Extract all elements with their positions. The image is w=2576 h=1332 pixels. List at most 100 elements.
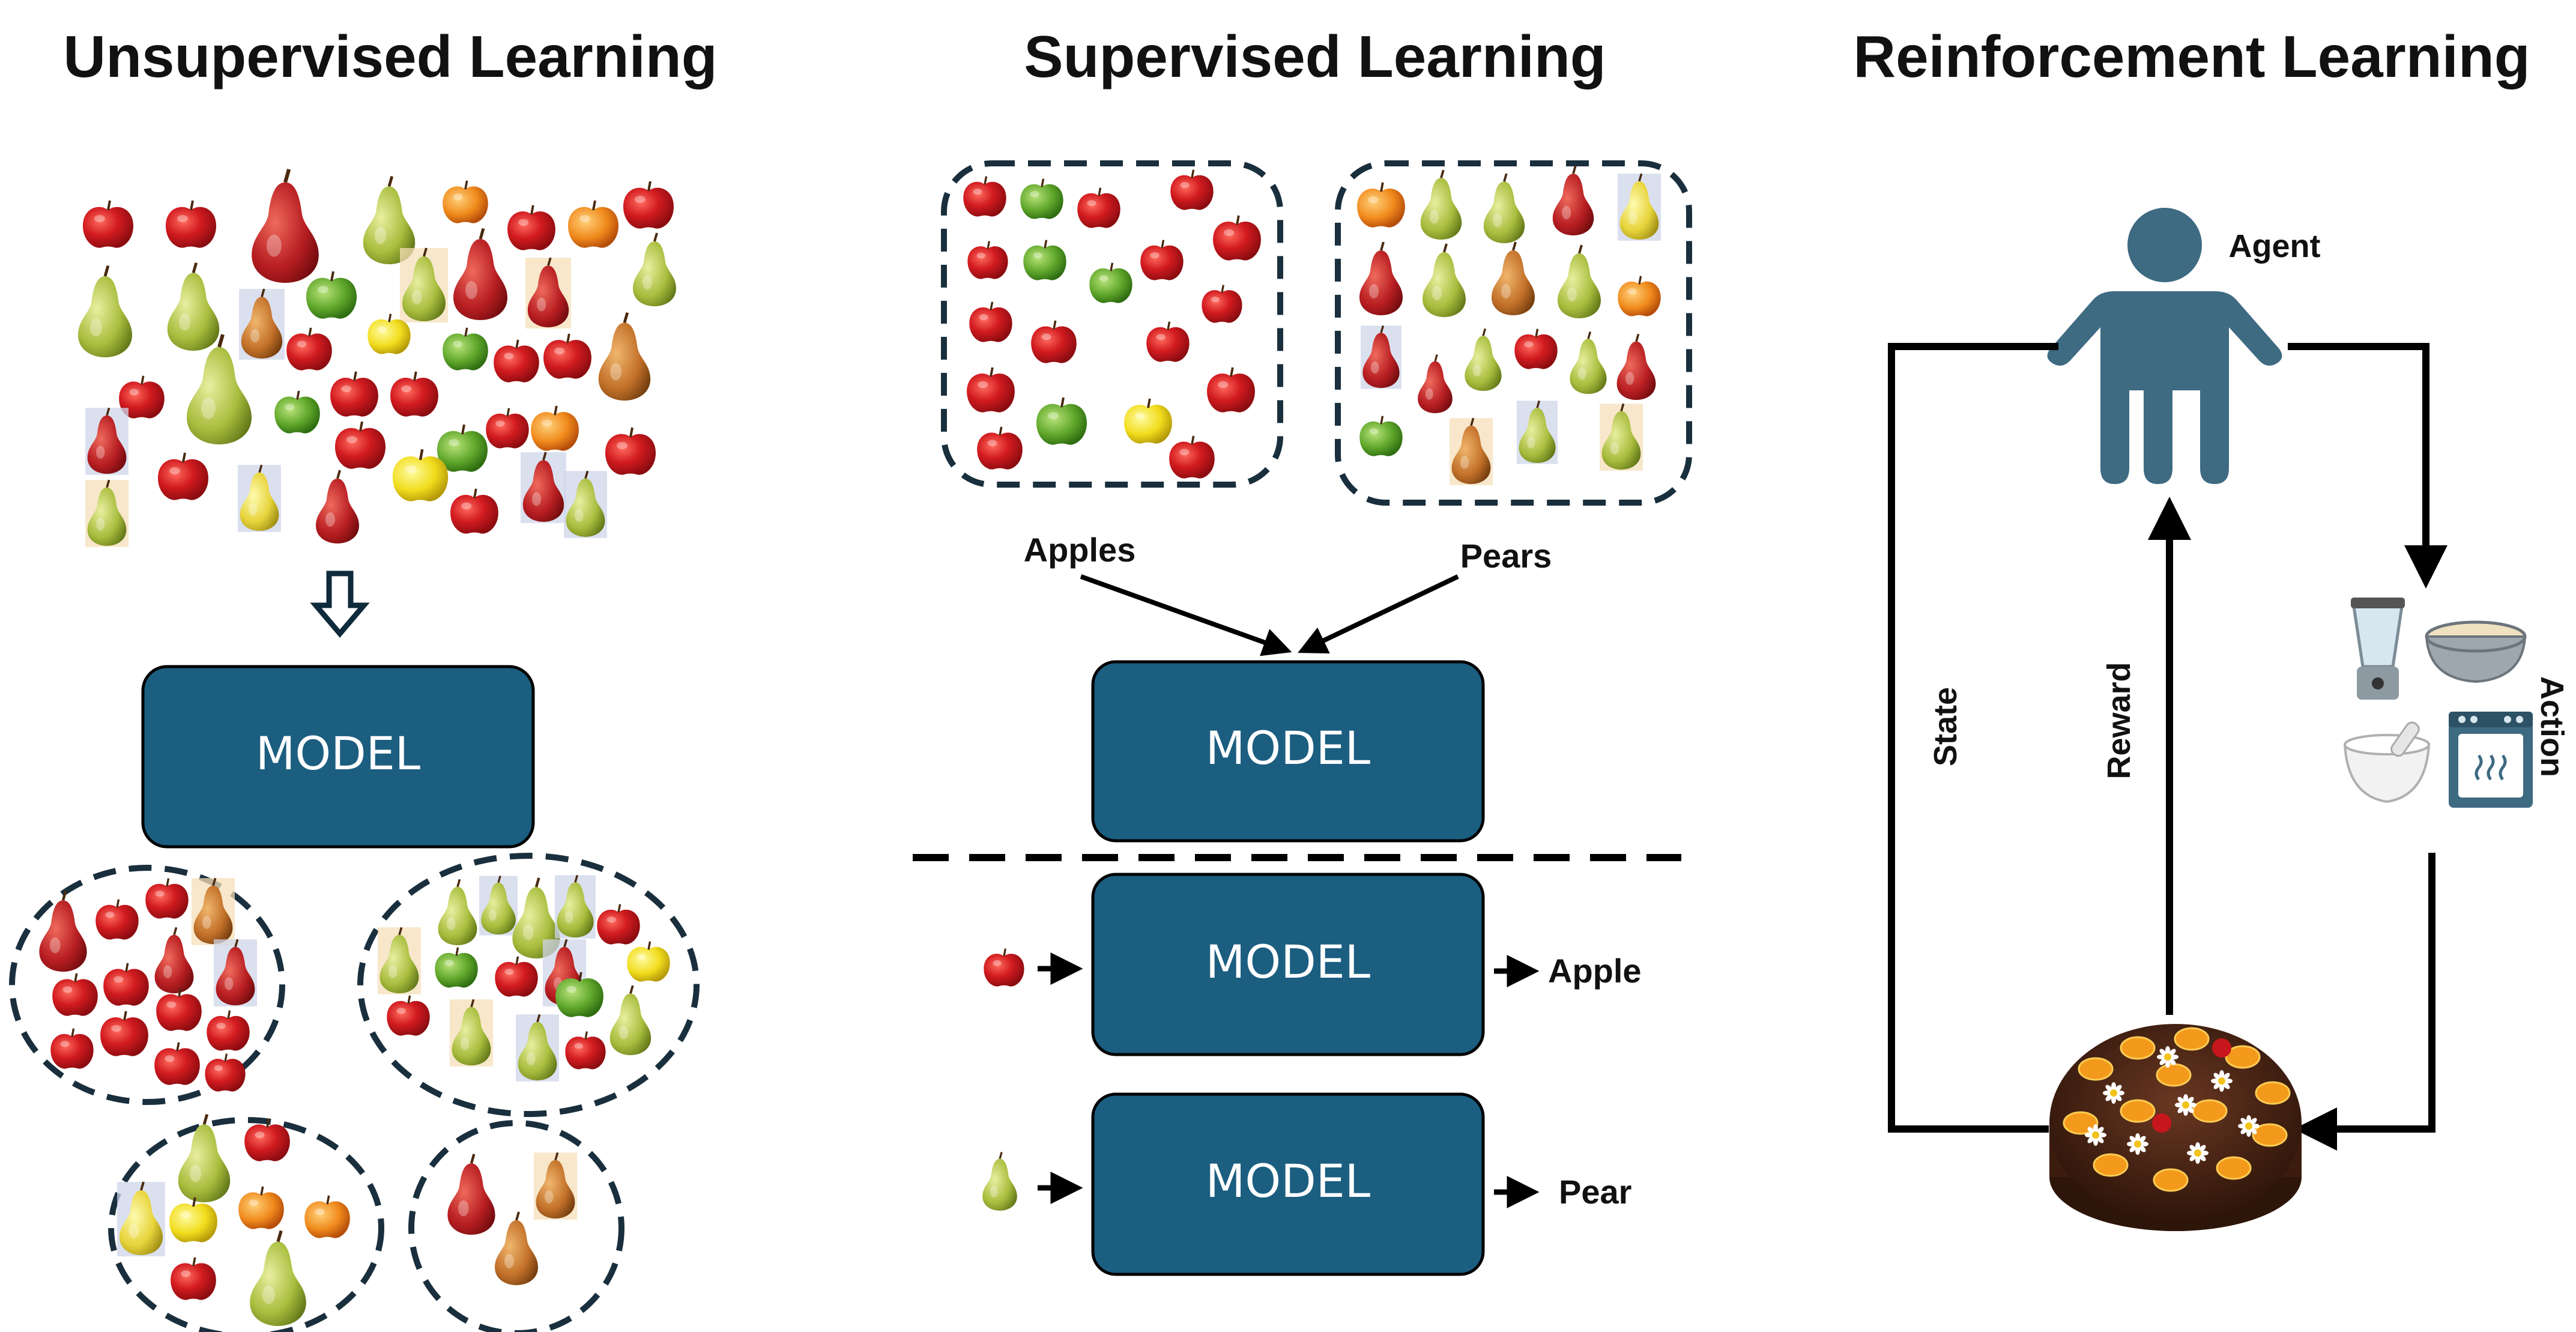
daisy [2157,1046,2178,1068]
pear-icon [1558,244,1601,318]
down-arrow-icon [310,571,370,638]
label-state: State [1927,687,1964,766]
model-label: MODEL [1206,935,1370,988]
pear-icon [1517,400,1558,464]
label-agent: Agent [2229,228,2321,264]
unsupervised-fruit-collection [78,169,676,547]
pear-icon [1420,169,1462,240]
apples-arrow [1080,574,1292,656]
pear-icon [1618,173,1661,241]
apple-icon [304,1195,350,1238]
pear-icon [154,927,194,993]
apple-icon [145,878,189,919]
apple-icon [390,371,438,417]
daisy [2175,1094,2197,1116]
pear-icon [378,927,421,994]
apple-icon [238,1186,284,1229]
orange-slice [2255,1081,2291,1105]
daisy [2238,1115,2260,1137]
inference-model-box-apple: MODEL [1091,873,1485,1056]
cluster-ellipse [108,1117,384,1332]
apple-icon [1089,262,1132,303]
apple-icon [306,271,357,319]
pear-icon [598,312,651,401]
orange-slice [2156,1063,2192,1087]
pear-icon [178,1113,231,1202]
pear-icon [187,334,252,444]
label-pears: Pears [1460,537,1552,575]
environment-arrow [2294,853,2435,1151]
state-loop-line [1888,343,2058,1133]
model-label: MODEL [1206,721,1370,775]
apple-icon [100,1011,148,1056]
pear-icon [117,1181,165,1256]
pear-icon [1450,417,1493,485]
apple-icon [568,200,618,248]
pear-icon [450,999,493,1067]
model-label: MODEL [256,727,420,780]
apple-icon [387,995,430,1036]
orange-slice [2252,1123,2288,1147]
mortar-icon [2343,721,2431,804]
apple-icon [1359,416,1403,456]
pear-icon [564,470,607,538]
apple-icon [1514,328,1558,369]
apple-icon [392,449,449,501]
daisy [2127,1133,2148,1155]
unsupervised-model-box: MODEL [141,665,535,849]
apple-icon [1202,285,1242,323]
apple-icon [531,405,579,451]
heading-supervised: Supervised Learning [1024,23,1606,89]
pear-icon [85,479,128,547]
pear-icon [453,228,507,320]
pear-icon [447,1154,495,1235]
orange-slice [2216,1156,2252,1180]
pear-icon [400,247,448,322]
apple-icon [158,452,208,500]
model-label: MODEL [1206,1154,1370,1208]
pear-icon [85,407,128,475]
apple-icon [103,963,149,1006]
apple-icon [1036,397,1087,445]
apple-icon [171,1257,216,1300]
apple-icon [543,333,591,379]
apple-icon [977,426,1023,470]
apple-icon [244,1118,290,1161]
daisy [2211,1070,2233,1092]
apple-icon [207,1010,250,1051]
pear-icon [609,985,652,1055]
pear-icon [479,875,518,936]
daisy [2085,1124,2106,1146]
apple-icon [963,176,1006,217]
blender-icon [2351,598,2405,700]
labeled-fruit-groups [963,165,1661,485]
apple-icon [166,200,216,248]
apple-icon [286,327,332,371]
apple-icon [435,947,478,988]
apple-icon [967,367,1015,413]
action-arrow [2288,343,2448,589]
pear-icon [1492,241,1535,315]
orange-slice [2225,1045,2261,1069]
apple-icon [50,1028,94,1069]
apple-icon [1077,187,1120,228]
pear-icon [316,470,359,543]
apple-icon [1020,178,1063,219]
apple-icon [627,941,670,982]
apple-icon [623,181,674,229]
pear-icon [1552,165,1594,235]
apple-icon [1140,240,1184,280]
cake-icon [2049,1024,2302,1231]
apple-icon [1146,321,1190,362]
apple-icon [169,1197,217,1243]
apple-icon [1169,435,1215,479]
apple-icon [1031,320,1077,363]
apple-icon [1124,398,1172,444]
pear-icon [363,175,416,264]
apple-icon [495,956,538,997]
cluster-fruits [39,874,670,1326]
pear-icon [516,1014,559,1082]
strawberry [2152,1113,2171,1133]
agent-person-icon [2047,208,2282,484]
